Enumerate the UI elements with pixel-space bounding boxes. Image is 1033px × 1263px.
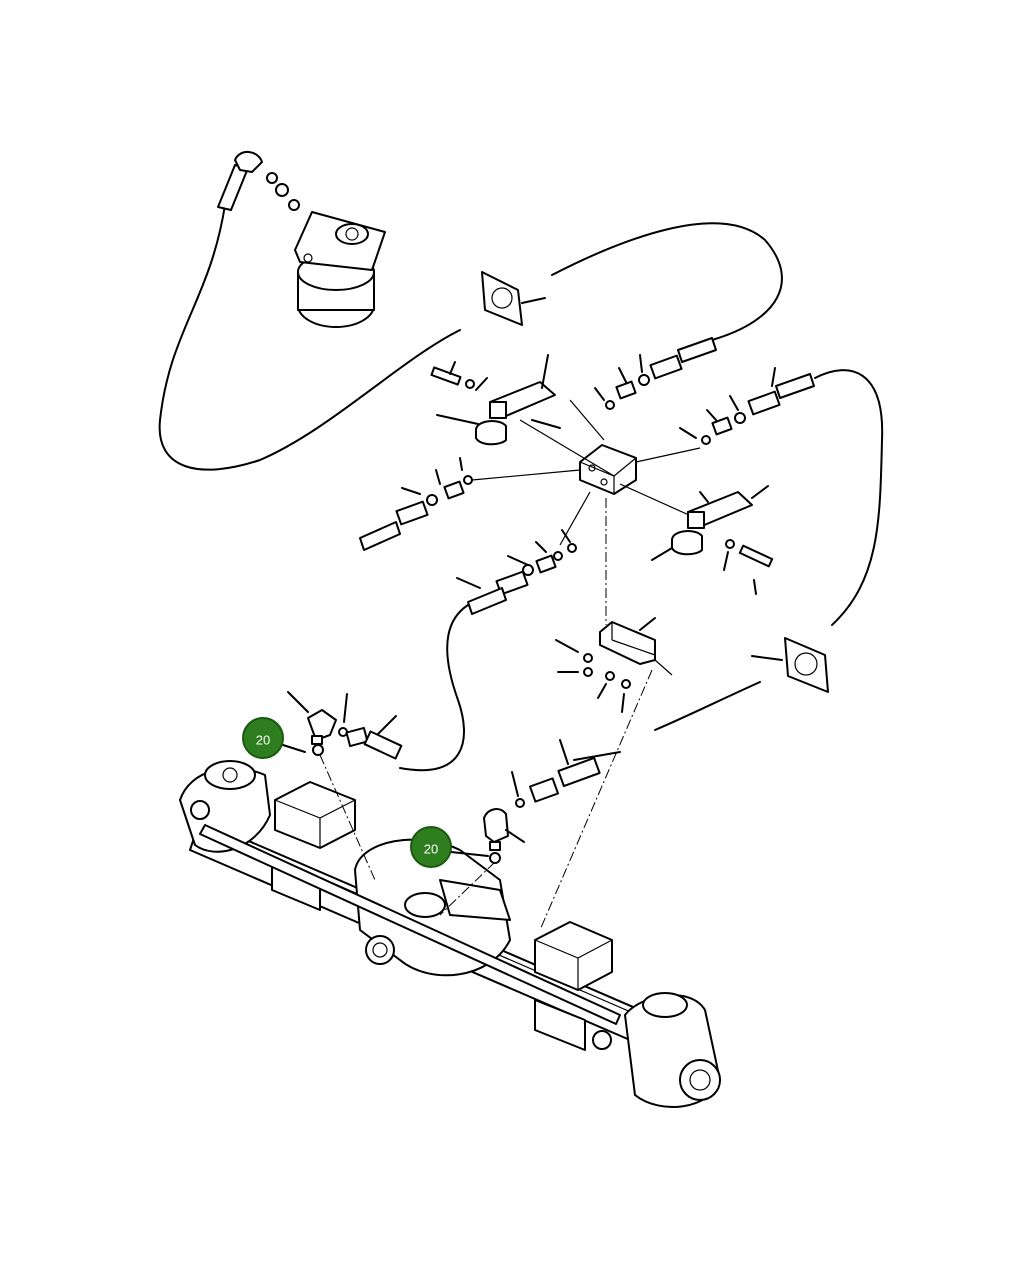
valve-plate-lower [751, 637, 829, 693]
solenoid-valve-upper [430, 354, 561, 446]
hose-lines [158, 204, 884, 772]
steering-unit [294, 211, 386, 328]
bracket [555, 498, 673, 713]
valve-plate-upper [481, 271, 546, 326]
callout-circle[interactable] [410, 826, 452, 868]
elbow-fitting-center [483, 739, 601, 864]
front-axle-assembly [179, 669, 721, 1108]
callout-circle[interactable] [242, 717, 284, 759]
manifold-block [471, 399, 701, 546]
callout-20-left[interactable]: 20 [242, 717, 306, 759]
solenoid-valve-lower [651, 485, 774, 595]
elbow-fitting-top [217, 151, 300, 211]
elbow-fitting-left [287, 691, 403, 760]
fittings-group [359, 337, 815, 615]
